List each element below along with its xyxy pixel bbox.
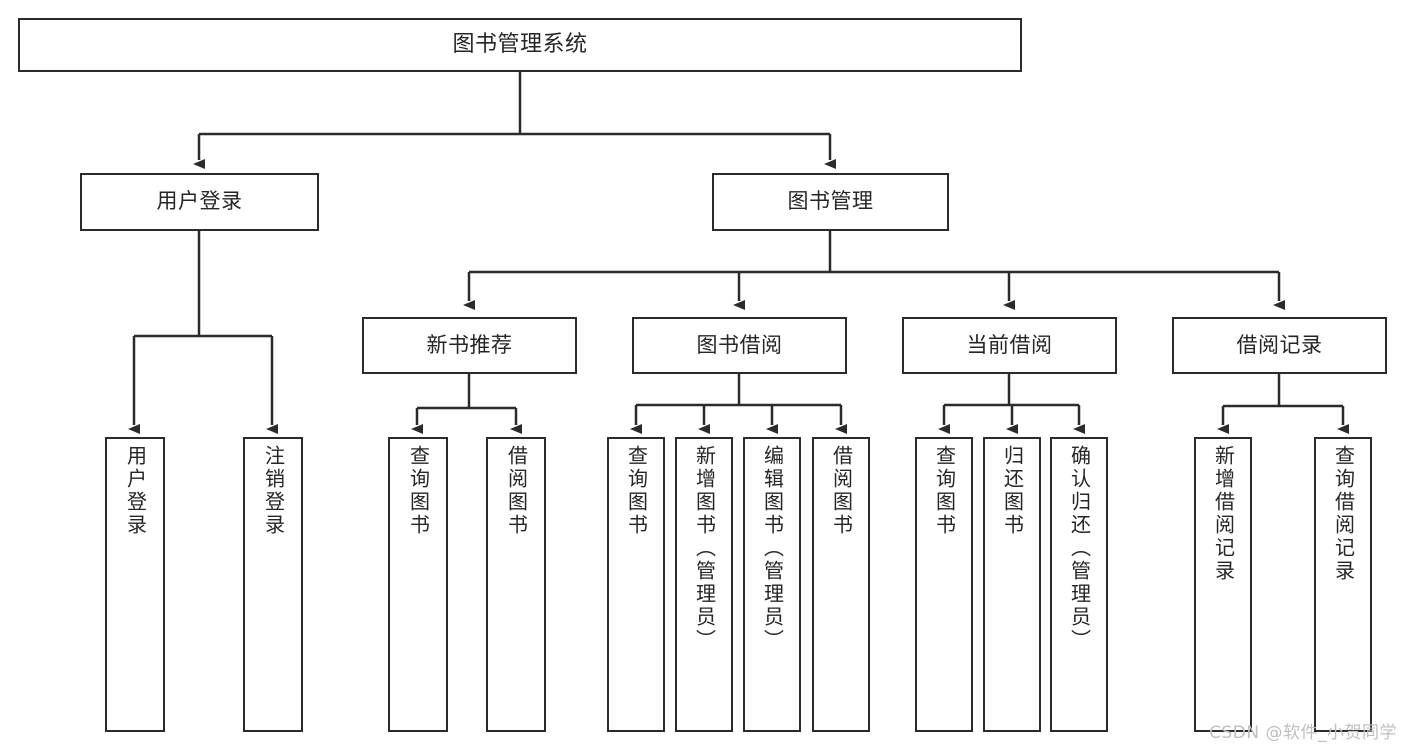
leaf-new-book-borrow[interactable]: 借阅图书 bbox=[486, 437, 546, 732]
node-current-borrow[interactable]: 当前借阅 bbox=[902, 317, 1117, 374]
leaf-label: 查询借阅记录 bbox=[1331, 445, 1356, 583]
watermark-text: CSDN @软件_小贺同学 bbox=[1209, 723, 1397, 743]
leaf-book-borrow-query[interactable]: 查询图书 bbox=[607, 437, 665, 732]
leaf-label: 借阅图书 bbox=[504, 445, 529, 537]
leaf-label: 注销登录 bbox=[261, 445, 286, 537]
leaf-label: 用户登录 bbox=[123, 445, 148, 537]
leaf-label: 新增借阅记录 bbox=[1211, 445, 1236, 583]
leaf-book-borrow-edit[interactable]: 编辑图书（管理员） bbox=[743, 437, 801, 732]
leaf-current-borrow-confirm[interactable]: 确认归还（管理员） bbox=[1050, 437, 1108, 732]
leaf-new-book-query[interactable]: 查询图书 bbox=[388, 437, 448, 732]
leaf-label: 查询图书 bbox=[406, 445, 431, 537]
leaf-label: 确认归还（管理员） bbox=[1067, 445, 1092, 652]
node-book-management[interactable]: 图书管理 bbox=[712, 173, 949, 231]
leaf-book-borrow-lend[interactable]: 借阅图书 bbox=[812, 437, 870, 732]
leaf-user-login-signin[interactable]: 用户登录 bbox=[105, 437, 165, 732]
leaf-label: 查询图书 bbox=[932, 445, 957, 537]
node-borrow-record[interactable]: 借阅记录 bbox=[1172, 317, 1387, 374]
node-new-book-recommend[interactable]: 新书推荐 bbox=[362, 317, 577, 374]
leaf-borrow-record-query[interactable]: 查询借阅记录 bbox=[1314, 437, 1372, 732]
node-root-system[interactable]: 图书管理系统 bbox=[18, 18, 1022, 72]
node-user-login[interactable]: 用户登录 bbox=[80, 173, 319, 231]
leaf-borrow-record-add[interactable]: 新增借阅记录 bbox=[1194, 437, 1252, 732]
node-book-borrow[interactable]: 图书借阅 bbox=[632, 317, 847, 374]
leaf-label: 归还图书 bbox=[1000, 445, 1025, 537]
leaf-label: 查询图书 bbox=[624, 445, 649, 537]
leaf-current-borrow-query[interactable]: 查询图书 bbox=[915, 437, 973, 732]
leaf-label: 借阅图书 bbox=[829, 445, 854, 537]
leaf-label: 新增图书（管理员） bbox=[692, 445, 717, 652]
leaf-label: 编辑图书（管理员） bbox=[760, 445, 785, 652]
leaf-book-borrow-add[interactable]: 新增图书（管理员） bbox=[675, 437, 733, 732]
leaf-current-borrow-return[interactable]: 归还图书 bbox=[983, 437, 1041, 732]
leaf-user-login-signout[interactable]: 注销登录 bbox=[243, 437, 303, 732]
